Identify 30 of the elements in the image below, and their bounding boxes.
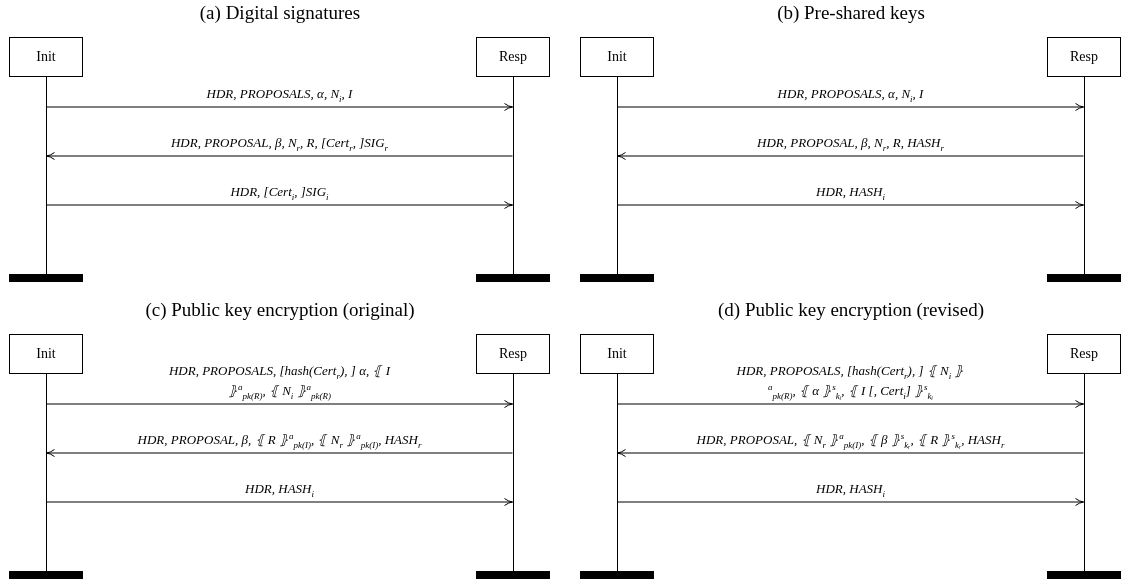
- message-label: HDR, HASH$_{i}$: [816, 183, 885, 202]
- lifeline: [1083, 77, 1085, 274]
- message-label: HDR, PROPOSAL, β, N$_{r}$, R, HASH$_{r}$: [757, 134, 944, 153]
- message-label: HDR, PROPOSAL, ⦃ N$_{r}$ ⦄$^{a}$$_{pk(I)}$, ⦃ β ⦄$^{s}$$_{kᵣ}$, ⦃ R ⦄$^{s}$$_{kᵣ}$, HASH$_{r}$: [696, 430, 1005, 450]
- lifeline: [616, 374, 618, 571]
- panel-title: (d) Public key encryption (revised): [718, 299, 984, 321]
- lifeline: [45, 374, 47, 571]
- participant-box: Init: [580, 37, 654, 77]
- message-label: HDR, HASH$_{i}$: [816, 480, 885, 499]
- message-label: HDR, PROPOSALS, α, N$_{i}$, I: [206, 85, 353, 104]
- lifeline: [512, 77, 514, 274]
- message-label: HDR, PROPOSAL, β, ⦃ R ⦄$^{a}$$_{pk(I)}$, ⦃ N$_{r}$ ⦄$^{a}$$_{pk(I)}$, HASH$_{r}$: [137, 430, 422, 450]
- participant-box: Init: [9, 334, 83, 374]
- message-label: HDR, PROPOSALS, α, N$_{i}$, I: [777, 85, 924, 104]
- lifeline: [1083, 374, 1085, 571]
- participant-box: Resp: [1047, 334, 1121, 374]
- panel-title: (a) Digital signatures: [199, 2, 361, 24]
- message-label: HDR, PROPOSAL, β, N$_{r}$, R, [Cert$_{r}$, ]SIG$_{r}$: [170, 134, 389, 153]
- lifeline: [512, 374, 514, 571]
- participant-box: Resp: [476, 37, 550, 77]
- participant-box: Resp: [476, 334, 550, 374]
- lifeline: [616, 77, 618, 274]
- message-label: HDR, HASH$_{i}$: [245, 480, 314, 499]
- panel-title: (b) Pre-shared keys: [777, 2, 925, 24]
- participant-box: Init: [9, 37, 83, 77]
- panel-title: (c) Public key encryption (original): [145, 299, 415, 321]
- message-label: HDR, [Cert$_{i}$, ]SIG$_{i}$: [230, 183, 329, 202]
- participant-box: Resp: [1047, 37, 1121, 77]
- participant-box: Init: [580, 334, 654, 374]
- lifeline: [45, 77, 47, 274]
